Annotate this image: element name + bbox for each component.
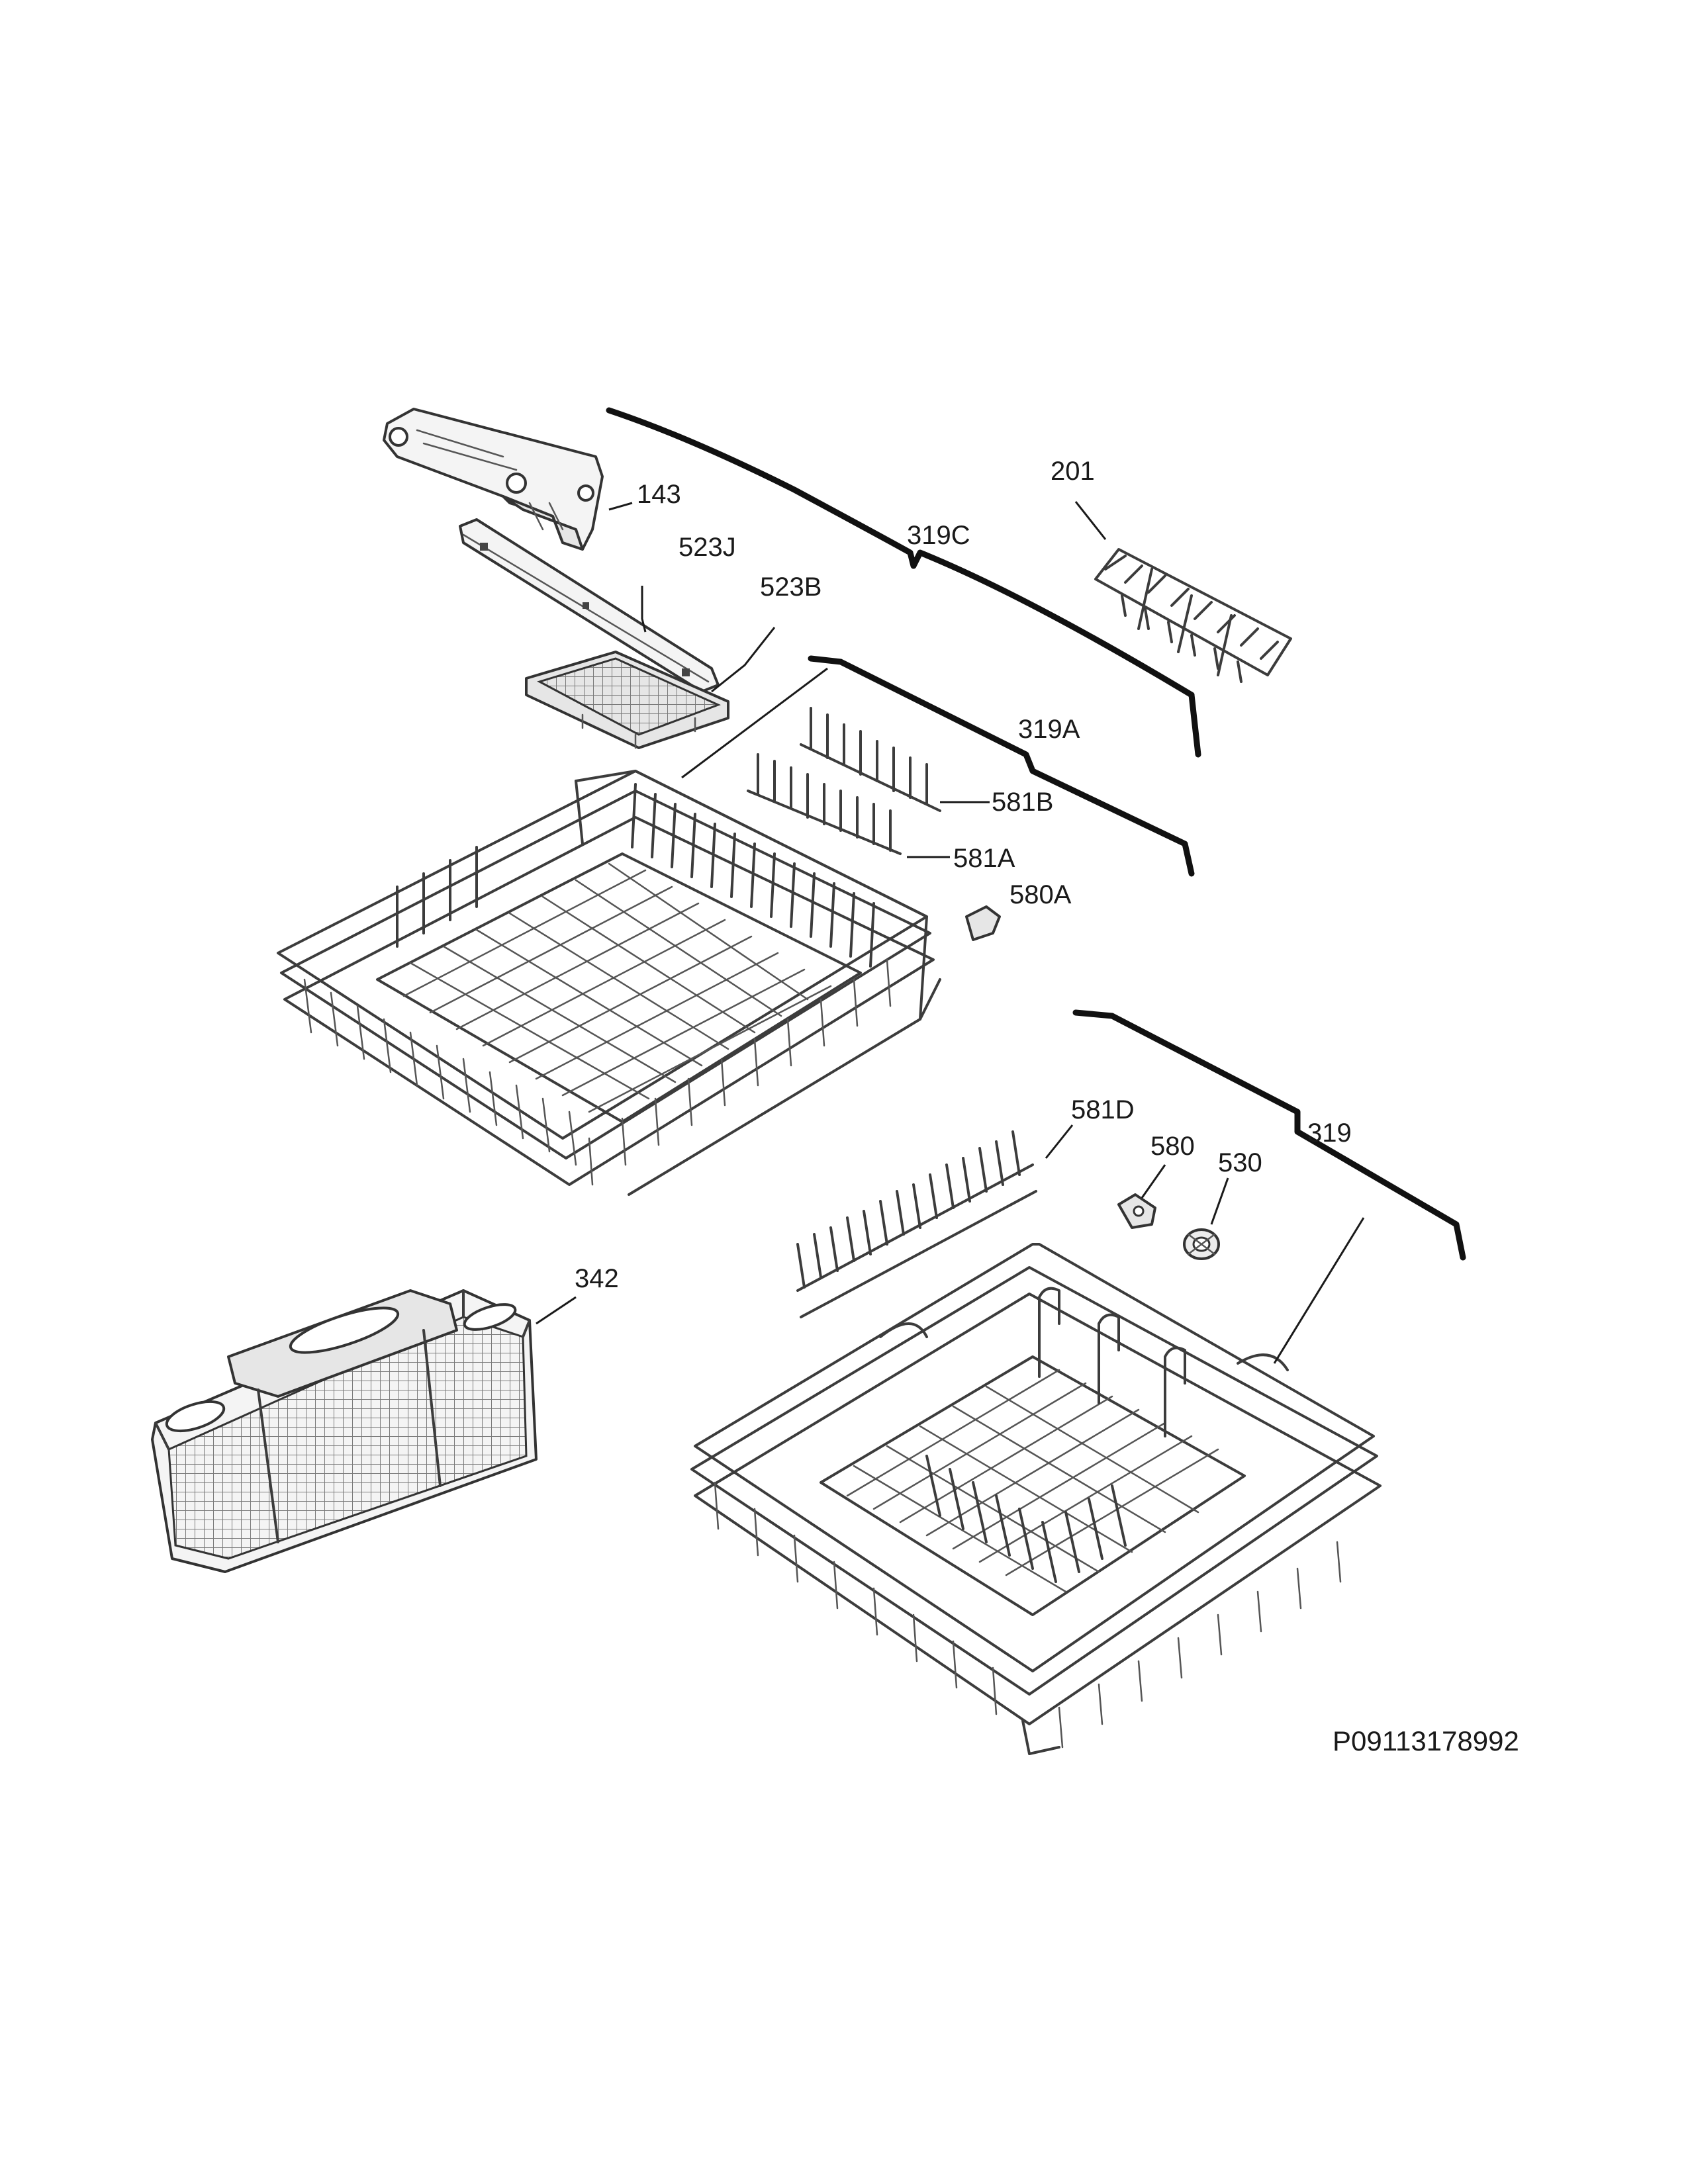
rail-523j-drawing	[459, 518, 720, 693]
part-label-319: 319	[1307, 1118, 1352, 1148]
leader-143	[608, 502, 633, 511]
part-label-319c: 319C	[907, 521, 970, 550]
clip-580a-drawing	[965, 905, 1001, 941]
tray-523b-drawing	[525, 651, 729, 749]
leader-342	[536, 1296, 577, 1325]
leader-530	[1210, 1177, 1229, 1225]
part-label-319a: 319A	[1018, 715, 1080, 744]
document-id: P09113178992	[1333, 1725, 1519, 1756]
part-label-523j: 523J	[679, 533, 736, 562]
tine-bar-581d-drawing	[796, 1130, 1037, 1318]
part-label-523b: 523B	[760, 572, 821, 602]
part-label-581b: 581B	[992, 788, 1053, 817]
group-bracket-319c	[606, 407, 1195, 698]
leader-581d	[1045, 1124, 1074, 1159]
part-label-201: 201	[1051, 457, 1095, 486]
clip-580-drawing	[1117, 1193, 1156, 1229]
part-label-342: 342	[575, 1264, 619, 1293]
part-label-581d: 581D	[1071, 1095, 1135, 1124]
tine-clips-201-drawing	[1094, 548, 1292, 683]
leader-523j	[641, 586, 647, 633]
cutlery-basket-drawing	[151, 1289, 538, 1573]
part-label-580a: 580A	[1009, 880, 1072, 909]
part-label-530: 530	[1218, 1148, 1262, 1177]
leader-201	[1074, 501, 1107, 540]
leader-upper-rack	[681, 667, 828, 779]
part-label-580: 580	[1150, 1132, 1195, 1161]
part-label-581a: 581A	[953, 844, 1015, 873]
leader-lower-rack	[1273, 1217, 1365, 1364]
leader-580	[1141, 1164, 1166, 1199]
lower-rack-drawing	[690, 1243, 1382, 1755]
group-bracket-319	[1072, 1009, 1466, 1261]
part-label-143: 143	[637, 480, 681, 509]
tine-bars-581-drawing	[747, 707, 941, 855]
upper-rack-drawing	[277, 770, 941, 1196]
wheel-530-drawing	[1183, 1228, 1220, 1260]
group-bracket-319a	[808, 655, 1195, 877]
leader-523b	[711, 627, 776, 693]
rack-adjuster-rail-drawing	[383, 408, 604, 551]
group-bracket-319c-end	[1188, 692, 1201, 758]
